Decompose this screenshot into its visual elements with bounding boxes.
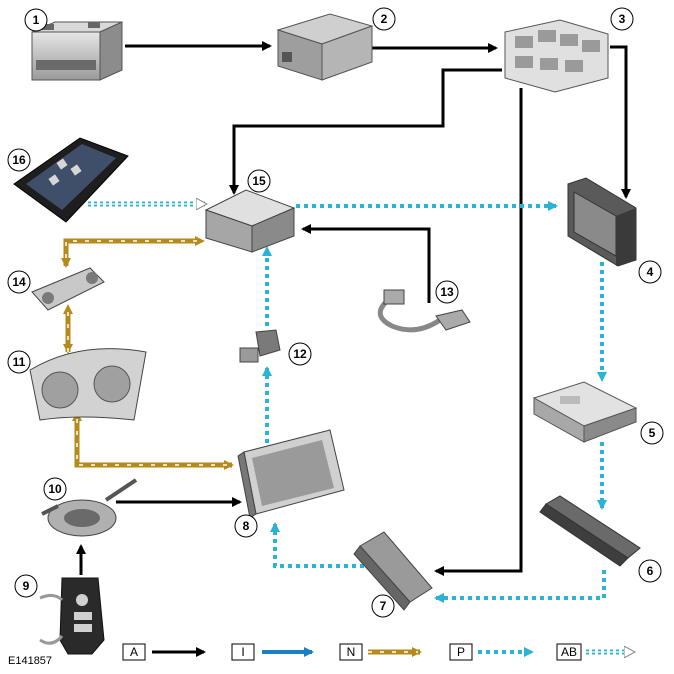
callout-label: 3 xyxy=(619,12,626,26)
audio-module-icon xyxy=(353,531,433,611)
line-15-14 xyxy=(61,236,205,268)
legend-key: I xyxy=(241,645,244,659)
callout-label: 9 xyxy=(23,579,30,593)
callout-label: 7 xyxy=(380,599,387,613)
callout-label: 11 xyxy=(13,355,26,369)
callout-label: 10 xyxy=(48,482,62,496)
legend-key: AB xyxy=(561,645,577,659)
legend-item-a: A xyxy=(122,643,206,661)
line-3-7 xyxy=(434,88,523,576)
callout-label: 4 xyxy=(647,265,654,279)
callout-1: 1 xyxy=(24,8,48,32)
callout-14: 14 xyxy=(7,270,31,294)
figure-id: E141857 xyxy=(8,655,52,667)
legend: A I N P AB xyxy=(122,643,634,661)
usb-port-icon xyxy=(239,329,281,363)
fuse-box-icon xyxy=(504,19,609,93)
callout-label: 2 xyxy=(381,12,388,26)
callout-7: 7 xyxy=(371,594,395,618)
legend-item-ab: AB xyxy=(556,643,634,661)
callout-label: 14 xyxy=(12,275,26,289)
line-11-8-stripes xyxy=(76,419,232,466)
climate-panel-icon xyxy=(31,267,105,311)
legend-key: P xyxy=(457,645,465,659)
display-module-icon xyxy=(567,177,637,267)
callout-5: 5 xyxy=(640,421,664,445)
callout-15: 15 xyxy=(247,169,271,193)
legend-item-i: I xyxy=(231,643,314,661)
callout-label: 5 xyxy=(649,426,656,440)
steering-switch-icon xyxy=(39,577,105,655)
callout-label: 1 xyxy=(33,13,40,27)
callout-8: 8 xyxy=(234,514,258,538)
line-15-14-stripes xyxy=(65,240,197,266)
callout-10: 10 xyxy=(43,477,67,501)
antenna-cable-icon xyxy=(377,289,471,333)
callout-13: 13 xyxy=(435,280,459,304)
callout-label: 12 xyxy=(293,347,307,361)
callout-label: 8 xyxy=(243,519,250,533)
legend-item-n: N xyxy=(339,643,422,661)
callout-11: 11 xyxy=(7,350,31,374)
instrument-cluster-icon xyxy=(29,348,147,421)
media-unit-icon xyxy=(237,429,345,519)
callout-label: 13 xyxy=(440,285,454,299)
line-3-4 xyxy=(610,45,631,199)
callout-12: 12 xyxy=(288,342,312,366)
gateway-module-icon xyxy=(204,189,296,253)
callout-label: 15 xyxy=(252,174,266,188)
amplifier-icon xyxy=(539,495,641,567)
control-module-icon xyxy=(532,381,638,443)
line-11-8 xyxy=(72,411,234,470)
legend-key: N xyxy=(347,645,356,659)
connections xyxy=(61,41,631,603)
callout-2: 2 xyxy=(372,7,396,31)
callout-16: 16 xyxy=(7,148,31,172)
clock-spring-icon xyxy=(41,478,138,537)
line-6-7 xyxy=(434,570,606,603)
callout-label: 16 xyxy=(12,153,26,167)
callout-4: 4 xyxy=(638,260,662,284)
callout-3: 3 xyxy=(610,7,634,31)
battery-icon xyxy=(31,21,123,81)
junction-box-icon xyxy=(276,13,374,81)
callout-6: 6 xyxy=(638,559,662,583)
line-7-8 xyxy=(270,522,364,568)
line-13-15 xyxy=(301,224,431,303)
legend-key: A xyxy=(130,645,138,659)
legend-item-p: P xyxy=(449,643,534,661)
line-3-15 xyxy=(229,68,502,195)
media-player-icon xyxy=(13,137,129,223)
callout-9: 9 xyxy=(14,574,38,598)
callout-label: 6 xyxy=(647,564,654,578)
